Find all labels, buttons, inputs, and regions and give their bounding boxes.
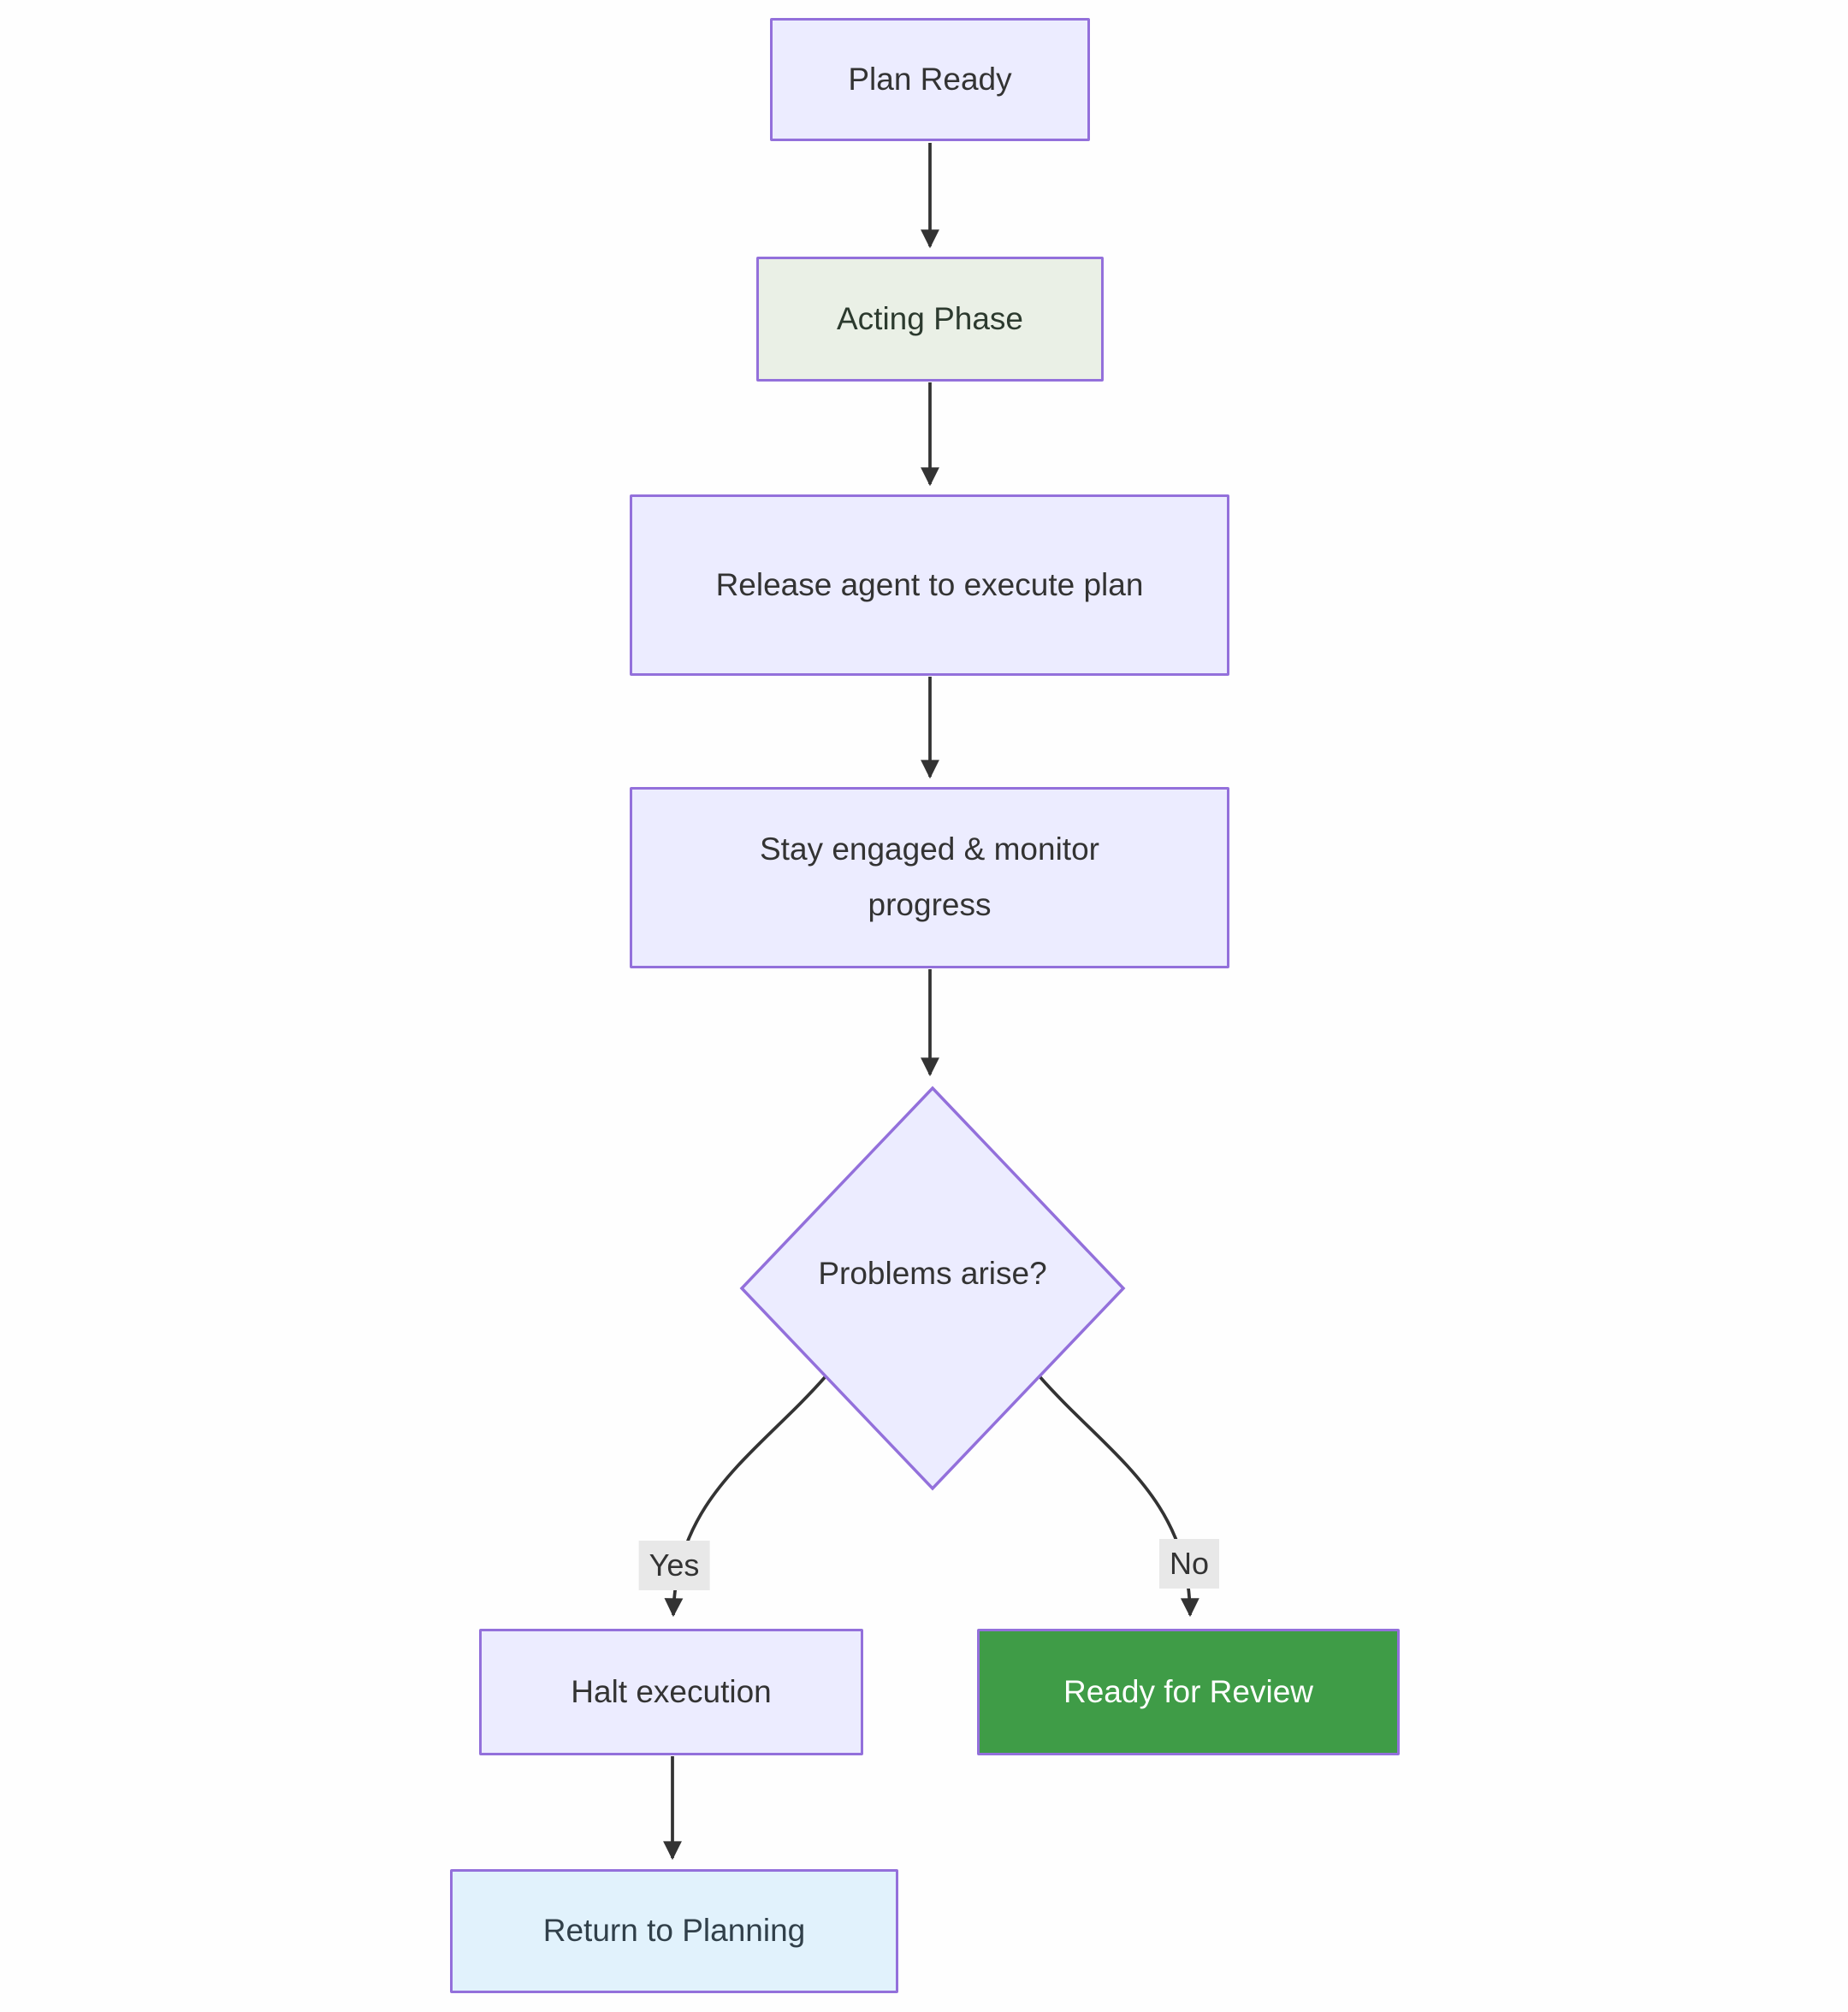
edge-label-no: No — [1158, 1539, 1220, 1589]
decision-problems-arise-label: Problems arise? — [818, 1256, 1047, 1291]
decision-diamond-shape — [739, 1086, 1126, 1491]
node-halt-execution-label: Halt execution — [571, 1673, 772, 1709]
node-return-to-planning: Return to Planning — [450, 1869, 898, 1993]
node-return-to-planning-label: Return to Planning — [542, 1913, 806, 1949]
node-ready-for-review-label: Ready for Review — [1063, 1673, 1313, 1709]
node-ready-for-review: Ready for Review — [977, 1629, 1400, 1755]
node-stay-engaged-label: Stay engaged & monitor progress — [760, 831, 1099, 922]
edge-label-yes: Yes — [638, 1541, 710, 1590]
node-acting-phase-label: Acting Phase — [836, 300, 1024, 336]
node-acting-phase: Acting Phase — [756, 257, 1104, 382]
node-stay-engaged: Stay engaged & monitor progress — [630, 787, 1229, 968]
node-release-agent-label: Release agent to execute plan — [715, 566, 1144, 602]
node-halt-execution: Halt execution — [479, 1629, 863, 1755]
node-plan-ready-label: Plan Ready — [848, 61, 1012, 97]
node-plan-ready: Plan Ready — [770, 18, 1090, 141]
node-release-agent: Release agent to execute plan — [630, 494, 1229, 676]
